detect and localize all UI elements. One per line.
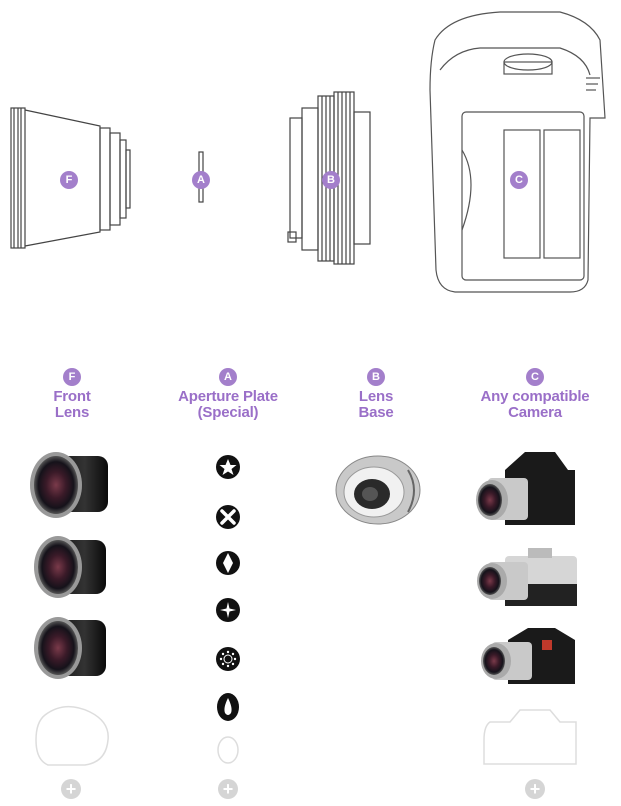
camera-title-2: Camera bbox=[508, 404, 562, 421]
lens-base-title-2: Base bbox=[358, 404, 394, 421]
badge-b: B bbox=[367, 368, 385, 386]
front-lens-title-2: Lens bbox=[54, 404, 90, 421]
aperture-title-2: (Special) bbox=[197, 404, 259, 421]
aperture-teardrop-icon bbox=[217, 693, 239, 721]
badge-a: A bbox=[219, 368, 237, 386]
add-aperture-plate-button[interactable]: + bbox=[218, 779, 238, 799]
aperture-cross-icon bbox=[216, 505, 240, 529]
badge-a-diagram: A bbox=[192, 171, 210, 189]
badge-f: F bbox=[63, 368, 81, 386]
aperture-diamond-icon bbox=[216, 551, 240, 575]
camera-image-2 bbox=[477, 548, 577, 606]
front-lens-placeholder-outline bbox=[35, 706, 109, 766]
aperture-four-point-icon bbox=[216, 598, 240, 622]
camera-image-3 bbox=[481, 628, 575, 684]
camera-image-1 bbox=[476, 452, 575, 525]
column-header-front-lens: F Front Lens bbox=[0, 368, 147, 421]
add-front-lens-button[interactable]: + bbox=[61, 779, 81, 799]
aperture-star-icon bbox=[216, 455, 240, 479]
camera-placeholder-outline bbox=[483, 709, 577, 765]
badge-b-diagram: B bbox=[322, 171, 340, 189]
front-lens-image-2 bbox=[34, 536, 106, 598]
camera-title-1: Any compatible bbox=[480, 388, 590, 405]
aperture-title-1: Aperture Plate bbox=[178, 388, 278, 405]
badge-c: C bbox=[526, 368, 544, 386]
aperture-placeholder-outline bbox=[217, 736, 239, 764]
column-header-camera: C Any compatible Camera bbox=[460, 368, 610, 421]
badge-f-diagram: F bbox=[60, 171, 78, 189]
column-header-lens-base: B Lens Base bbox=[301, 368, 451, 421]
front-lens-image-3 bbox=[34, 617, 106, 679]
front-lens-title-1: Front bbox=[53, 388, 91, 405]
front-lens-image-1 bbox=[30, 452, 108, 518]
add-camera-button[interactable]: + bbox=[525, 779, 545, 799]
aperture-dots-ring-icon bbox=[216, 647, 240, 671]
column-header-aperture-plate: A Aperture Plate (Special) bbox=[153, 368, 303, 421]
lens-base-title-1: Lens bbox=[358, 388, 394, 405]
badge-c-diagram: C bbox=[510, 171, 528, 189]
